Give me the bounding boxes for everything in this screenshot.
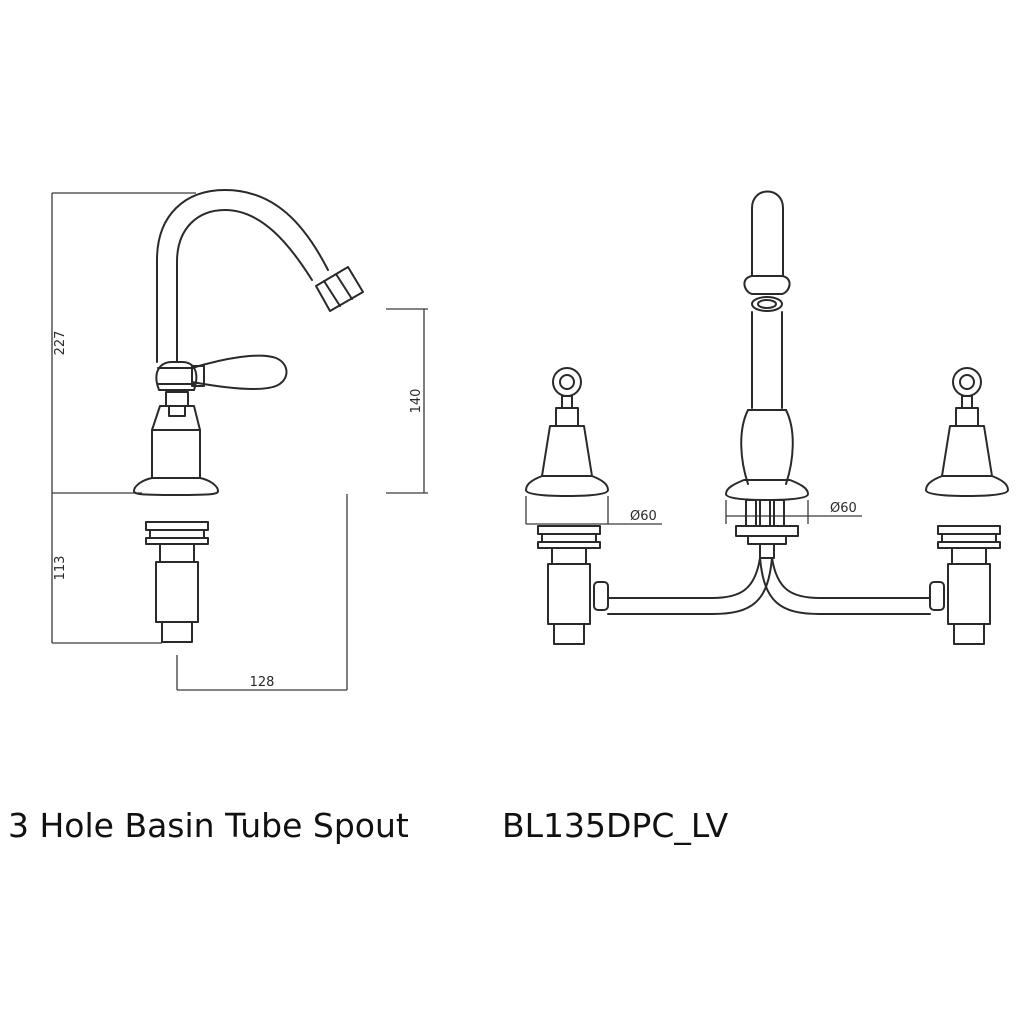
dimension-center-diameter: Ø60: [830, 501, 857, 516]
side-valve-body: [133, 361, 219, 496]
dimension-113-label: 113: [53, 556, 68, 581]
dimension-140: 140: [386, 308, 428, 494]
dimension-113: 113: [51, 493, 162, 644]
product-code: BL135DPC_LV: [502, 806, 729, 845]
dimension-left-diameter: Ø60: [630, 509, 657, 524]
front-spout: Ø60: [725, 190, 862, 559]
dimension-140-label: 140: [409, 389, 424, 414]
side-view: 227 113 140 128: [51, 189, 428, 691]
side-tail-pipe: [145, 521, 209, 643]
side-lever-handle: [191, 354, 288, 390]
front-left-tap: Ø60: [525, 367, 662, 645]
dimension-227-label: 227: [53, 331, 68, 356]
front-view: Ø60 Ø60: [525, 190, 1009, 645]
dimension-227: 227: [51, 192, 196, 494]
product-title: 3 Hole Basin Tube Spout: [8, 806, 409, 845]
dimension-128-label: 128: [250, 675, 275, 690]
side-spout: [156, 189, 364, 363]
front-connecting-pipes: [593, 557, 945, 615]
front-right-tap: [925, 367, 1009, 645]
dimension-128: 128: [176, 494, 348, 691]
